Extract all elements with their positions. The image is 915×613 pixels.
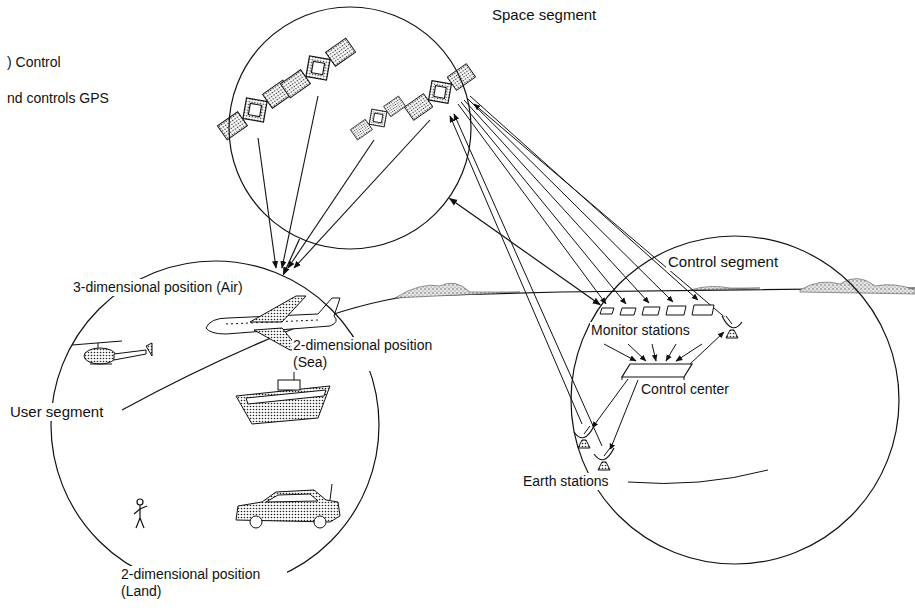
segment-circle: Space segment xyxy=(228,6,472,250)
data-arrows xyxy=(604,344,702,361)
circle-border xyxy=(51,261,379,589)
segment-label: Space segment xyxy=(490,6,598,24)
caption-text: 2-dimensional position (Land) xyxy=(120,566,287,600)
caption-text: nd controls GPS xyxy=(6,90,110,107)
car xyxy=(236,484,340,528)
monitor-arrows xyxy=(458,96,698,304)
mountain xyxy=(395,283,520,298)
segment-circle: User segment xyxy=(50,260,380,590)
signal-connector xyxy=(450,198,601,304)
ship xyxy=(236,372,330,424)
signal-arrows xyxy=(258,96,430,268)
satellite xyxy=(280,38,355,98)
mountain xyxy=(690,286,760,290)
circle-border xyxy=(229,7,471,249)
caption-text: 3-dimensional position (Air) xyxy=(72,279,244,296)
control-center xyxy=(622,364,692,377)
monitor-stations xyxy=(600,305,714,315)
segment-circle: Control segment xyxy=(570,235,900,565)
ground-line xyxy=(122,288,915,410)
circle-border xyxy=(571,236,899,564)
antenna xyxy=(594,448,614,470)
caption-text: Earth stations xyxy=(522,473,610,490)
satellite xyxy=(350,96,405,140)
caption-text: ) Control xyxy=(6,54,62,71)
circle-outline xyxy=(50,260,380,590)
caption-text: Monitor stations xyxy=(590,322,691,339)
antenna xyxy=(722,316,742,338)
segment-label: Control segment xyxy=(666,253,780,271)
circle-outline xyxy=(570,235,900,565)
circle-outline xyxy=(228,6,472,250)
leader-line xyxy=(628,470,768,484)
caption-text: Control center xyxy=(640,381,730,398)
person xyxy=(134,499,147,528)
signal-connector xyxy=(283,239,299,275)
helicopter xyxy=(72,341,152,364)
segment-label: User segment xyxy=(8,403,105,421)
caption-text: 2-dimensional position (Sea) xyxy=(292,337,459,371)
